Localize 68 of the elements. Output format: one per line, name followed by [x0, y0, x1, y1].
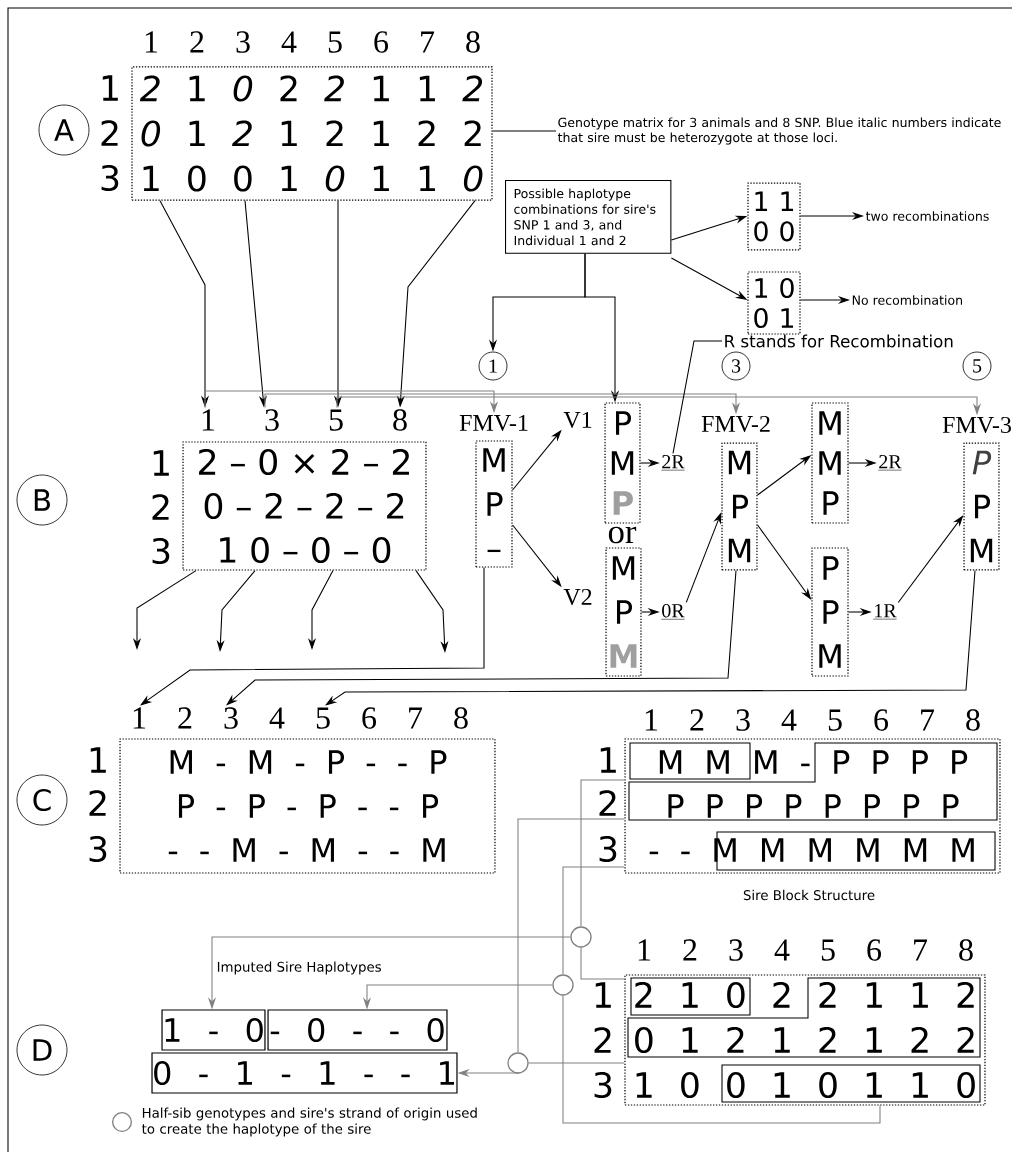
- guide-line: [580, 947, 625, 980]
- note-text: Genotype matrix for 3 animals and 8 SNP. Blue italic numbers indicate that sire must be heterozygote at those loci.: [557, 117, 1001, 145]
- row-number: 1: [153, 450, 169, 476]
- branch-label: V2: [563, 588, 592, 606]
- node-label: 1 2 3 4 5 6 7 8: [145, 31, 480, 53]
- haplotype-matrix: 1 0 0 1: [747, 271, 801, 335]
- haplotype-matrix: 1 2 3 4 5 6 7 8 M - M - P - - P P - P - P - - P - - M - M - - M: [119, 707, 496, 874]
- node-label: FMV-1: [459, 414, 528, 432]
- arrow: [226, 570, 737, 706]
- row-number: 3: [594, 1071, 612, 1099]
- haplotype-box: - 0 - - 0: [267, 1009, 448, 1051]
- recombination-count: 0R: [661, 603, 685, 620]
- leader-line: [672, 340, 723, 454]
- genotype-matrix: 1 2 3 4 5 6 7 8 2 1 0 2 2 1 1 2 0 1 2 1 2 1 2 2 1 0 0 1 0 1 1 0: [131, 31, 493, 201]
- guide-line: [580, 779, 625, 927]
- connector-line: [492, 130, 557, 132]
- node-label: FMV-3: [942, 416, 1011, 434]
- recombination-count: 1R: [873, 604, 897, 620]
- legend-text: Half-sib genotypes and sire's strand of origin used to create the haplotype of the sire: [141, 1107, 477, 1137]
- row-number: 1: [90, 747, 106, 773]
- junction-circle: [507, 1052, 529, 1074]
- note-text: R stands for Recombination: [725, 334, 953, 348]
- row-number: 2: [101, 120, 118, 146]
- haplotype-box: 1 - 0: [161, 1009, 266, 1051]
- guide-line: [528, 1062, 625, 1064]
- row-number: 3: [89, 835, 107, 863]
- row-number: 1: [102, 75, 118, 101]
- arrow: [140, 567, 485, 706]
- genotype-matrix: 1 2 3 4 5 6 7 8 2 1 0 2 2 1 1 2 0 1 2 1 2 1 2 2 1 0 0 1 0 1 1 0: [624, 939, 986, 1106]
- node-label: 1 2 3 4 5 6 7 8: [638, 939, 973, 961]
- recombination-count: 2R: [661, 455, 685, 471]
- guide-line: [562, 866, 625, 975]
- row-number: 3: [599, 835, 617, 863]
- recombination-count: 2R: [878, 455, 902, 471]
- or-text: or: [608, 526, 637, 544]
- row-number: 2: [89, 790, 106, 816]
- genotype-matrix: 1 3 5 8 2 – 0 × 2 – 2 0 – 2 – 2 – 2 1 0 – 0 – 0: [182, 409, 427, 571]
- letter-column: FMV-2 M P M: [701, 415, 770, 571]
- arrow: [325, 570, 976, 706]
- row-number: 1: [595, 982, 611, 1008]
- letter-column: M M P: [811, 402, 849, 524]
- letter-column: M P M: [605, 547, 642, 677]
- caption-text: Imputed Sire Haplotypes: [217, 961, 381, 975]
- junction-circle: [552, 974, 574, 996]
- letter-column: P P M: [811, 547, 849, 677]
- row-number: 2: [594, 1027, 611, 1053]
- row-number: 3: [152, 537, 170, 565]
- branch-label: V1: [563, 411, 592, 429]
- block-matrix: 1 2 3 4 5 6 7 8 M M M - P P P P P P P P P P P P - - M M M M M M: [624, 709, 1001, 874]
- guide-line: [517, 818, 625, 1053]
- text-box: Possible haplotype combinations for sire's SNP 1 and 3, and Individual 1 and 2: [505, 180, 672, 254]
- guide-line: [562, 995, 881, 1124]
- row-number: 3: [101, 164, 119, 192]
- block-caption: Sire Block Structure: [743, 889, 875, 901]
- row-number: 1: [600, 747, 616, 773]
- node-label: FMV-2: [701, 415, 770, 433]
- node-label: 1 3 5 8: [202, 409, 407, 431]
- haplotype-matrix: 1 1 0 0: [747, 182, 801, 251]
- result-text: two recombinations: [865, 211, 989, 221]
- junction-circle: [570, 926, 592, 948]
- result-text: No recombination: [852, 295, 962, 305]
- haplotype-box: 0 - 1 - 1 - - 1: [151, 1052, 458, 1094]
- row-number: 2: [152, 494, 169, 520]
- letter-column: FMV-3 P P M: [942, 416, 1011, 571]
- letter-column: P M P: [604, 402, 641, 524]
- row-number: 2: [599, 790, 616, 816]
- node-label: 1 2 3 4 5 6 7 8: [133, 707, 468, 729]
- letter-column: FMV-1 M P –: [459, 414, 528, 568]
